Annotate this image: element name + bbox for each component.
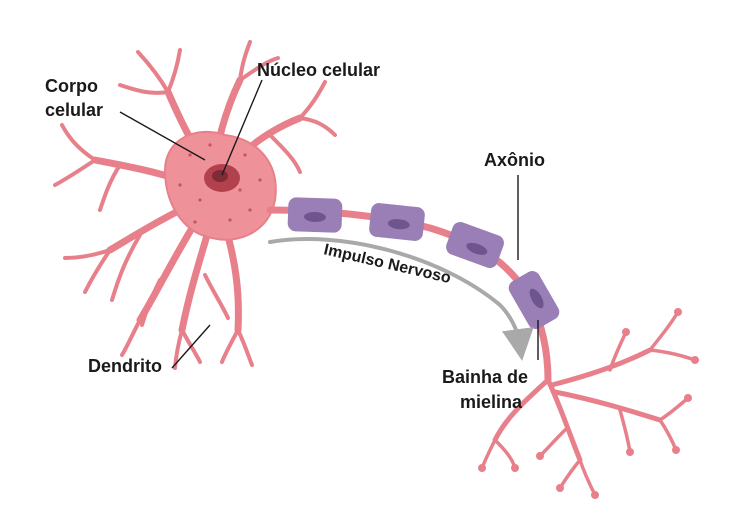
nucleus <box>204 164 240 192</box>
label-corpo-celular-2: celular <box>45 100 103 120</box>
impulse-arrow <box>268 237 534 361</box>
leader-dendrito <box>171 324 211 369</box>
leader-corpo-celular <box>119 111 206 161</box>
label-nucleo-celular: Núcleo celular <box>257 60 380 80</box>
label-axonio: Axônio <box>484 150 545 170</box>
label-bainha-1: Bainha de <box>442 367 528 387</box>
label-bainha-2: mielina <box>460 392 523 412</box>
leader-lines <box>119 79 539 369</box>
myelin-sheath <box>287 197 560 329</box>
axon-terminals <box>478 308 699 499</box>
label-corpo-celular-1: Corpo <box>45 76 98 96</box>
label-dendrito: Dendrito <box>88 356 162 376</box>
leader-nucleo <box>221 79 263 176</box>
